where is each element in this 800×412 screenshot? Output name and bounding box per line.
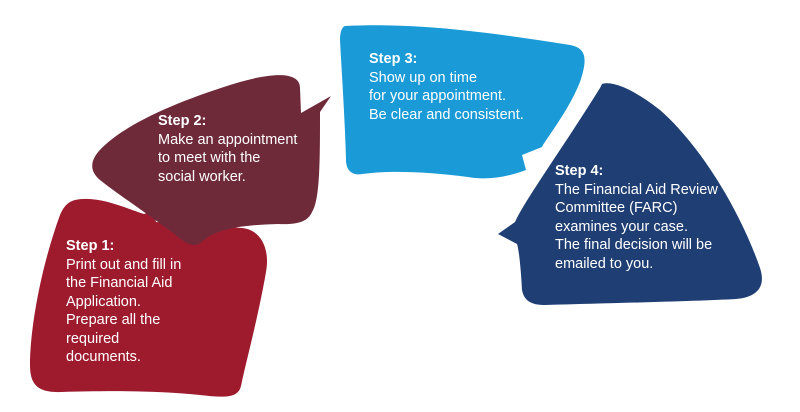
step-2-text: Step 2: Make an appointment to meet with… <box>158 112 297 186</box>
step-2-bubble <box>92 75 331 246</box>
step-4-title: Step 4: <box>555 163 604 179</box>
step-3-bubble <box>340 25 585 179</box>
step-1-title: Step 1: <box>66 238 115 254</box>
step-3-body: Show up on time for your appointment. Be… <box>369 69 524 123</box>
step-4-text: Step 4: The Financial Aid Review Committ… <box>555 162 718 273</box>
step-1-text: Step 1: Print out and fill in the Financ… <box>66 237 181 367</box>
step-1-bubble <box>30 198 267 397</box>
step-2-title: Step 2: <box>158 113 207 129</box>
step-3-title: Step 3: <box>369 51 418 67</box>
step-3-text: Step 3: Show up on time for your appoint… <box>369 50 524 124</box>
step-1-body: Print out and fill in the Financial Aid … <box>66 256 182 366</box>
step-4-body: The Financial Aid Review Committee (FARC… <box>555 181 718 272</box>
step-4-bubble <box>498 83 762 306</box>
step-2-body: Make an appointment to meet with the soc… <box>158 131 298 185</box>
